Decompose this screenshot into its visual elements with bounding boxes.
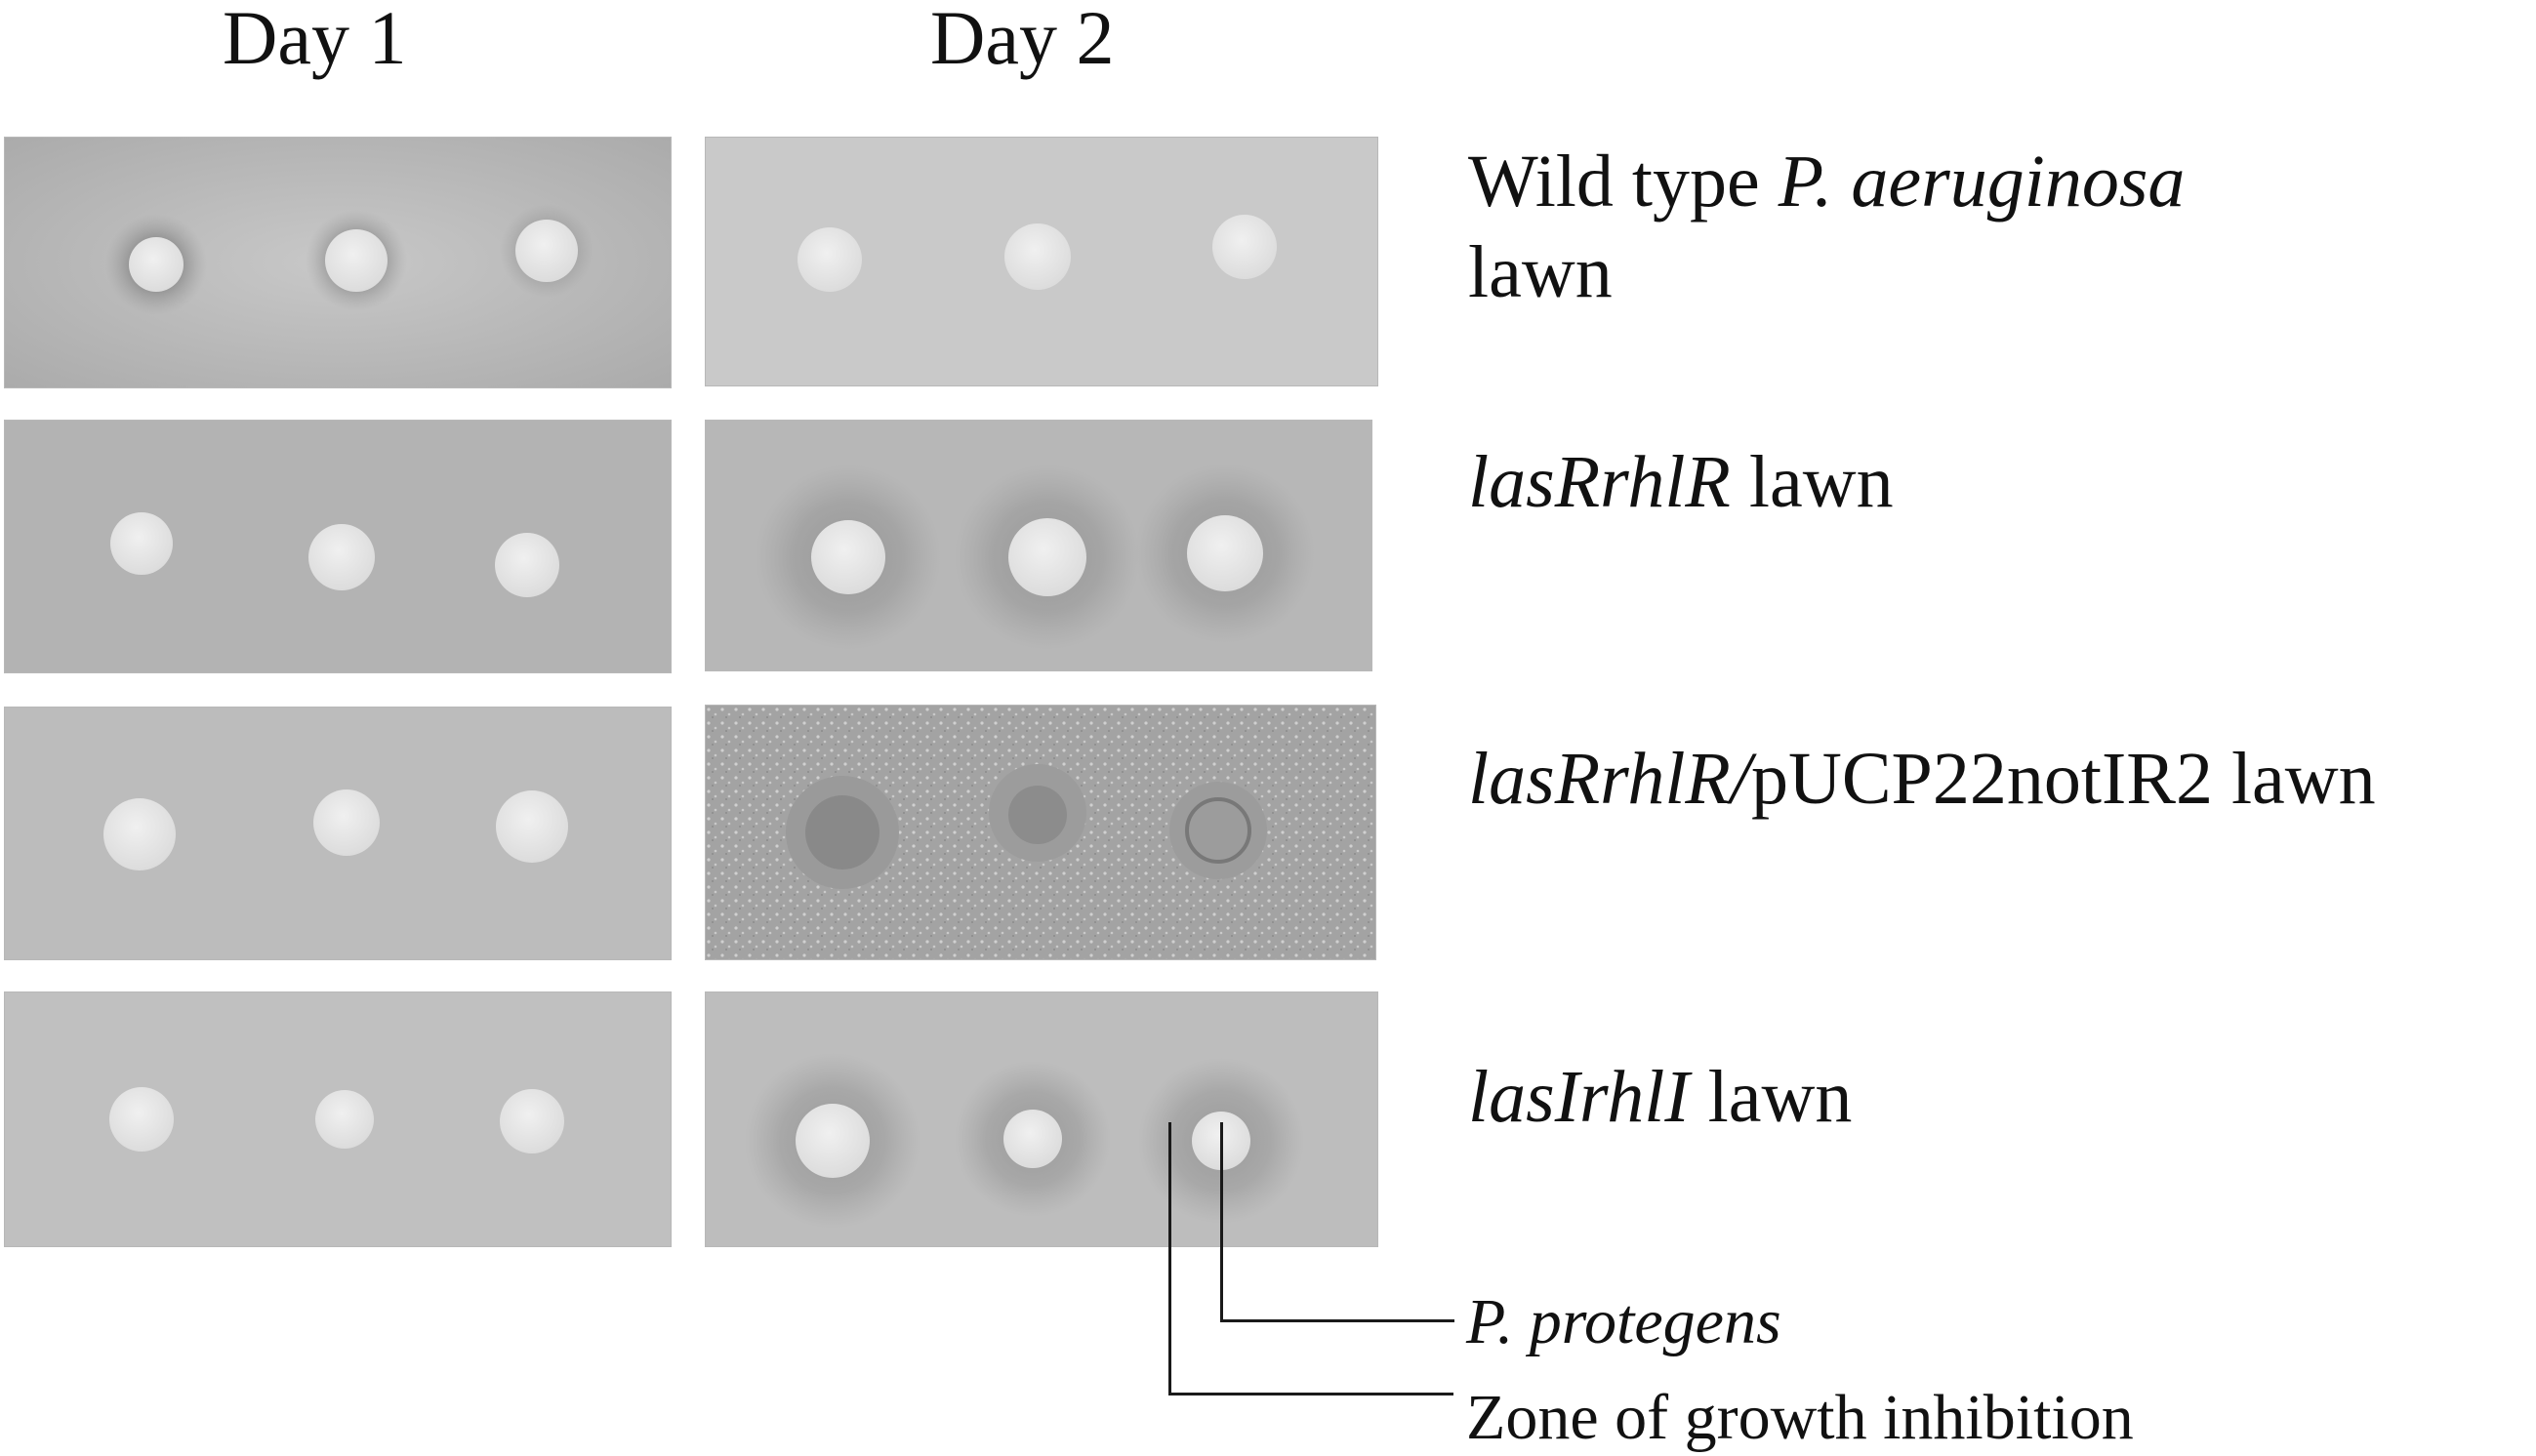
callout-label-zone: Zone of growth inhibition — [1466, 1382, 2134, 1453]
colony — [313, 789, 380, 856]
colony — [500, 1089, 564, 1153]
plate-wildtype-day2 — [705, 137, 1378, 386]
colony — [129, 237, 184, 292]
colony — [1003, 1110, 1062, 1168]
row-label-lasRrhlR-pUCP: lasRrhlR/pUCP22notIR2 lawn — [1468, 734, 2376, 825]
row-label-part: Wild type — [1468, 141, 1779, 222]
colony — [515, 220, 578, 282]
colony — [1008, 518, 1086, 596]
colony — [811, 520, 885, 594]
row-label-wildtype: Wild type P. aeruginosa lawn — [1468, 137, 2185, 317]
plate-lasRrhlR-day1 — [4, 420, 672, 673]
colony — [315, 1090, 374, 1149]
colony — [1004, 223, 1071, 290]
row-label-line2: lawn — [1468, 230, 1613, 313]
plate-wildtype-day1 — [4, 137, 672, 388]
plate-lasRrhlR-day2 — [705, 420, 1372, 671]
callout-label-colony: P. protegens — [1466, 1286, 1781, 1357]
plate-lasRrhlR-pUCP-day1 — [4, 707, 672, 960]
column-header-day2: Day 2 — [930, 0, 1115, 80]
colony — [496, 790, 568, 863]
row-label-lasIrhlI: lasIrhlI lawn — [1468, 1052, 1852, 1143]
callout-line-colony-horizontal — [1220, 1319, 1454, 1322]
row-label-part-italic: lasIrhlI — [1468, 1056, 1690, 1138]
colony — [1187, 515, 1263, 591]
callout-line-zone-vertical — [1168, 1122, 1171, 1395]
row-label-lasRrhlR: lasRrhlR lawn — [1468, 437, 1894, 528]
row-label-part-italic: P. aeruginosa — [1778, 141, 2186, 222]
colony — [495, 533, 559, 597]
column-header-day1: Day 1 — [223, 0, 407, 80]
plate-lasIrhlI-day2 — [705, 991, 1378, 1247]
row-label-part-italic: lasRrhlR/ — [1468, 738, 1751, 820]
colony — [798, 227, 862, 292]
colony — [796, 1104, 870, 1178]
callout-line-zone-horizontal — [1168, 1393, 1453, 1395]
colony — [325, 229, 388, 292]
colony — [1212, 215, 1277, 279]
row-label-part: pUCP22notIR2 lawn — [1750, 738, 2376, 820]
plate-lasRrhlR-pUCP-day2 — [705, 705, 1376, 960]
row-label-part: lawn — [1689, 1056, 1853, 1138]
row-label-part: lawn — [1730, 441, 1894, 523]
plate-lasIrhlI-day1 — [4, 991, 672, 1247]
colony — [103, 798, 176, 870]
row-label-part-italic: lasRrhlR — [1468, 441, 1731, 523]
colony — [110, 512, 173, 575]
callout-line-colony-vertical — [1220, 1122, 1223, 1322]
colony — [308, 524, 375, 590]
colony — [109, 1087, 174, 1152]
